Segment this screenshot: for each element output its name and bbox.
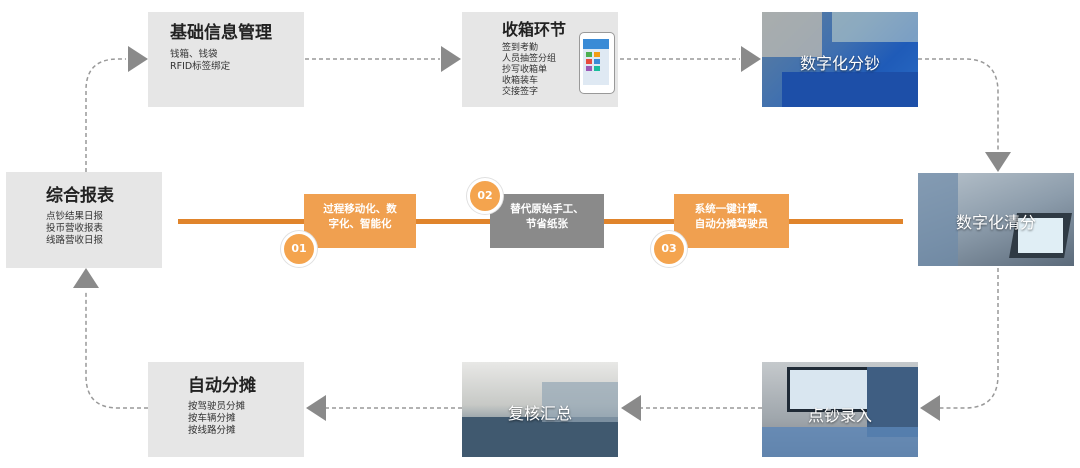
step-text: 替代原始手工、	[510, 203, 584, 215]
arrow-left-icon	[621, 395, 641, 421]
auto-alloc-line: 按车辆分摊	[188, 413, 236, 424]
phone-icon	[579, 32, 615, 94]
step-number: 03	[651, 231, 687, 267]
report-line: 线路营收日报	[46, 235, 104, 246]
arrow-left-icon	[920, 395, 940, 421]
digital-sort-photo: 数字化清分	[918, 173, 1074, 266]
review-photo: 复核汇总	[462, 362, 618, 457]
step-text: 字化、智能化	[328, 218, 392, 230]
auto-alloc-line: 按线路分摊	[188, 425, 236, 436]
digital-count-caption: 数字化分钞	[799, 54, 880, 73]
digital-sort-caption: 数字化清分	[955, 213, 1036, 232]
step-text: 过程移动化、数	[323, 203, 397, 215]
step-text: 系统一键计算、	[694, 203, 769, 215]
collect-line: 收箱装车	[502, 76, 539, 86]
collect-line: 交接签字	[502, 87, 539, 97]
report-line: 投币营收报表	[46, 223, 104, 234]
arrow-right-icon	[128, 46, 148, 72]
base-info-title: 基础信息管理	[170, 23, 272, 43]
report-box: 综合报表 点钞结果日报 投币营收报表 线路营收日报	[6, 172, 162, 268]
base-info-line: RFID标签绑定	[170, 61, 231, 72]
auto-alloc-line: 按驾驶员分摊	[188, 401, 246, 412]
report-line: 点钞结果日报	[46, 211, 104, 222]
step-number: 02	[467, 178, 503, 214]
step-number: 01	[281, 231, 317, 267]
arrow-left-icon	[306, 395, 326, 421]
collect-box: 收箱环节 签到考勤 人员抽签分组 抄写收箱单 收箱装车 交接签字	[462, 12, 618, 107]
report-title: 综合报表	[46, 186, 114, 206]
step-box: 过程移动化、数 字化、智能化	[304, 194, 416, 248]
collect-title: 收箱环节	[502, 20, 567, 39]
step-text: 节省纸张	[526, 218, 568, 230]
collect-line: 签到考勤	[502, 43, 539, 53]
collect-line: 人员抽签分组	[502, 54, 557, 64]
step-box: 系统一键计算、 自动分摊驾驶员	[674, 194, 789, 248]
auto-alloc-box: 自动分摊 按驾驶员分摊 按车辆分摊 按线路分摊	[148, 362, 304, 457]
base-info-box: 基础信息管理 钱箱、钱袋 RFID标签绑定	[148, 12, 304, 107]
step-box: 替代原始手工、 节省纸张	[490, 194, 604, 248]
collect-line: 抄写收箱单	[502, 65, 548, 75]
arrow-up-icon	[73, 268, 99, 288]
step-text: 自动分摊驾驶员	[694, 218, 769, 230]
cash-entry-caption: 点钞录入	[807, 406, 872, 425]
review-caption: 复核汇总	[507, 404, 572, 423]
arrow-right-icon	[741, 46, 761, 72]
base-info-line: 钱箱、钱袋	[170, 49, 218, 60]
arrow-down-icon	[985, 152, 1011, 172]
digital-count-photo: 数字化分钞	[762, 12, 918, 107]
arrow-right-icon	[441, 46, 461, 72]
auto-alloc-title: 自动分摊	[188, 376, 256, 396]
cash-entry-photo: 点钞录入	[762, 362, 918, 457]
